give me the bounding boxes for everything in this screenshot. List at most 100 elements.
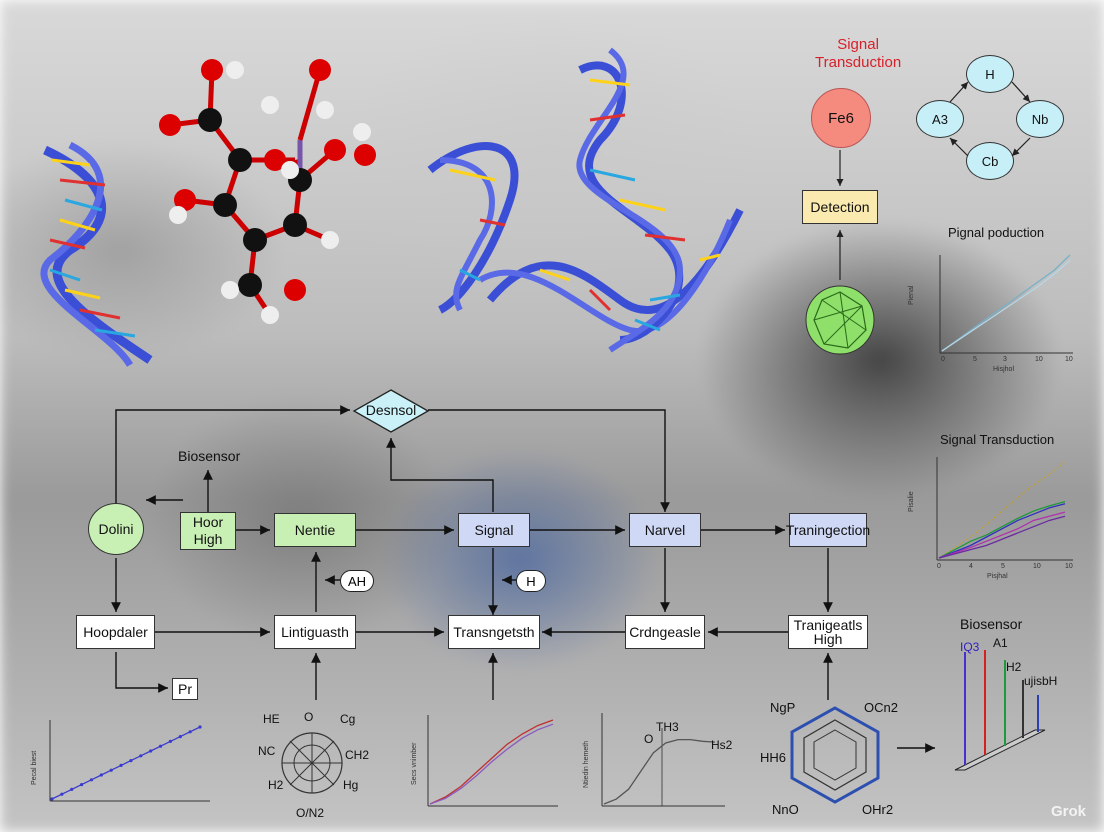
nentie-box: Nentie (274, 513, 356, 547)
svg-text:Secs vnimber: Secs vnimber (411, 742, 418, 785)
source-node: Fe6 (811, 88, 871, 148)
signal-transduction-chart-title: Signal Transduction (940, 432, 1055, 447)
cycle-node-left: A3 (916, 100, 964, 138)
lintiguasth-box: Lintiguasth (274, 615, 356, 649)
green-sensor-icon (805, 285, 875, 355)
mol-left-hg: Hg (343, 778, 359, 792)
chart-point (50, 797, 54, 801)
mol-left-h2: H2 (268, 778, 284, 792)
mol-right-hh6: HH6 (760, 750, 787, 765)
svg-text:10: 10 (1033, 563, 1041, 570)
mol-left-cg: Cg (340, 712, 356, 726)
svg-text:10: 10 (1065, 356, 1073, 363)
signal-box: Signal (458, 513, 530, 547)
ball-stick-molecule (159, 59, 376, 324)
h-pill: H (516, 570, 546, 592)
chart-point (109, 768, 113, 772)
transgeatls-high-box: Tranigeatls High (788, 615, 868, 649)
grok-watermark: Grok (1050, 803, 1086, 820)
chart-point (139, 754, 143, 758)
hoopdaler-box: Hoopdaler (76, 615, 155, 649)
molecule-right (790, 706, 880, 804)
biosensor-label-h2: H2 (1006, 660, 1022, 674)
bottom-mid-chart: Secs vnimber (411, 715, 558, 807)
cycle-arrows (949, 81, 1031, 157)
molecule-left (281, 732, 343, 794)
biosensor-label-iq3: IQ3 (960, 640, 980, 654)
chart-point (60, 792, 64, 796)
chart-point (168, 739, 172, 743)
svg-text:Pisalie: Pisalie (908, 491, 915, 512)
chart-series-line (51, 726, 201, 800)
chart-series-line (938, 501, 1066, 559)
traningection-box: Traningection (786, 513, 870, 547)
svg-text:10: 10 (1035, 356, 1043, 363)
mol-right-nno: NnO (772, 802, 799, 817)
curve-o-label: O (644, 732, 654, 746)
dna-helix-center (427, 47, 744, 353)
signal-production-chart: Pienal 0 5 3 10 10 Hisjhol (908, 254, 1073, 373)
signal-transduction-chart: Pisalie 0 4 5 10 10 Pisjhal (908, 457, 1073, 580)
cycle-node-bottom: Cb (966, 142, 1014, 180)
chart-point (158, 744, 163, 748)
chart-series-line (938, 461, 1066, 559)
chart-series-line (938, 503, 1066, 559)
mol-right-ohr2: OHr2 (862, 802, 894, 817)
ah-pill: AH (340, 570, 374, 592)
svg-text:10: 10 (1065, 563, 1073, 570)
chart-point (89, 778, 94, 782)
desensor-label: Desnsol (365, 402, 417, 418)
svg-text:0: 0 (937, 563, 941, 570)
desensor-diamond (352, 389, 430, 433)
chart-point (129, 759, 133, 763)
mol-left-nc: NC (258, 744, 276, 758)
dolini-node: Dolini (88, 503, 144, 555)
pr-box: Pr (172, 678, 198, 700)
svg-text:Pecal biest: Pecal biest (31, 751, 38, 785)
cycle-node-top: H (966, 55, 1014, 93)
mol-right-ocn2: OCn2 (864, 700, 898, 715)
hoor-high-box: Hoor High (180, 512, 236, 550)
mol-left-on2: O/N2 (296, 806, 325, 820)
mol-right-ngp: NgP (770, 700, 796, 715)
mol-left-ch2: CH2 (345, 748, 370, 762)
svg-text:Pisjhal: Pisjhal (987, 573, 1008, 580)
chart-point (80, 783, 84, 787)
svg-text:Pienal: Pienal (908, 285, 915, 305)
biosensor-bottom-title: Biosensor (960, 616, 1023, 632)
narvel-box: Narvel (629, 513, 701, 547)
chart-series-line (938, 511, 1066, 559)
biosensor-label-ujisbh: ujisbH (1024, 674, 1058, 688)
curve-hs-label: Hs2 (711, 738, 733, 752)
chart-series-line (429, 723, 554, 805)
chart-point (119, 763, 123, 767)
chart-series-line (603, 738, 716, 805)
curve-th-label: TH3 (656, 720, 679, 734)
chart-point (99, 773, 103, 777)
chart-point (198, 725, 202, 729)
signal-production-title: Pignal poduction (948, 225, 1045, 240)
svg-text:0: 0 (941, 356, 945, 363)
mol-left-he: HE (263, 712, 280, 726)
cycle-node-right: Nb (1016, 100, 1064, 138)
bottom-left-chart: Pecal biest (31, 720, 210, 802)
chart-point (70, 787, 74, 791)
chart-series-line (429, 719, 554, 805)
chart-point (178, 735, 182, 739)
biosensor-bars (954, 650, 1046, 771)
chart-point (188, 730, 192, 734)
chart-series-line (941, 254, 1071, 352)
signal-transduction-title: Signal Transduction (815, 36, 902, 71)
chart-point (149, 749, 153, 753)
svg-text:5: 5 (973, 356, 977, 363)
chart-series-line (941, 259, 1071, 352)
dna-helix-left (40, 141, 153, 367)
mol-left-o: O (304, 710, 314, 724)
svg-text:3: 3 (1003, 356, 1007, 363)
detection-box: Detection (802, 190, 878, 224)
bottom-curve-chart: Ntiedin hemeth (583, 713, 725, 807)
detection-arrows (836, 150, 844, 280)
svg-text:4: 4 (969, 563, 973, 570)
chart-series-line (938, 515, 1066, 559)
